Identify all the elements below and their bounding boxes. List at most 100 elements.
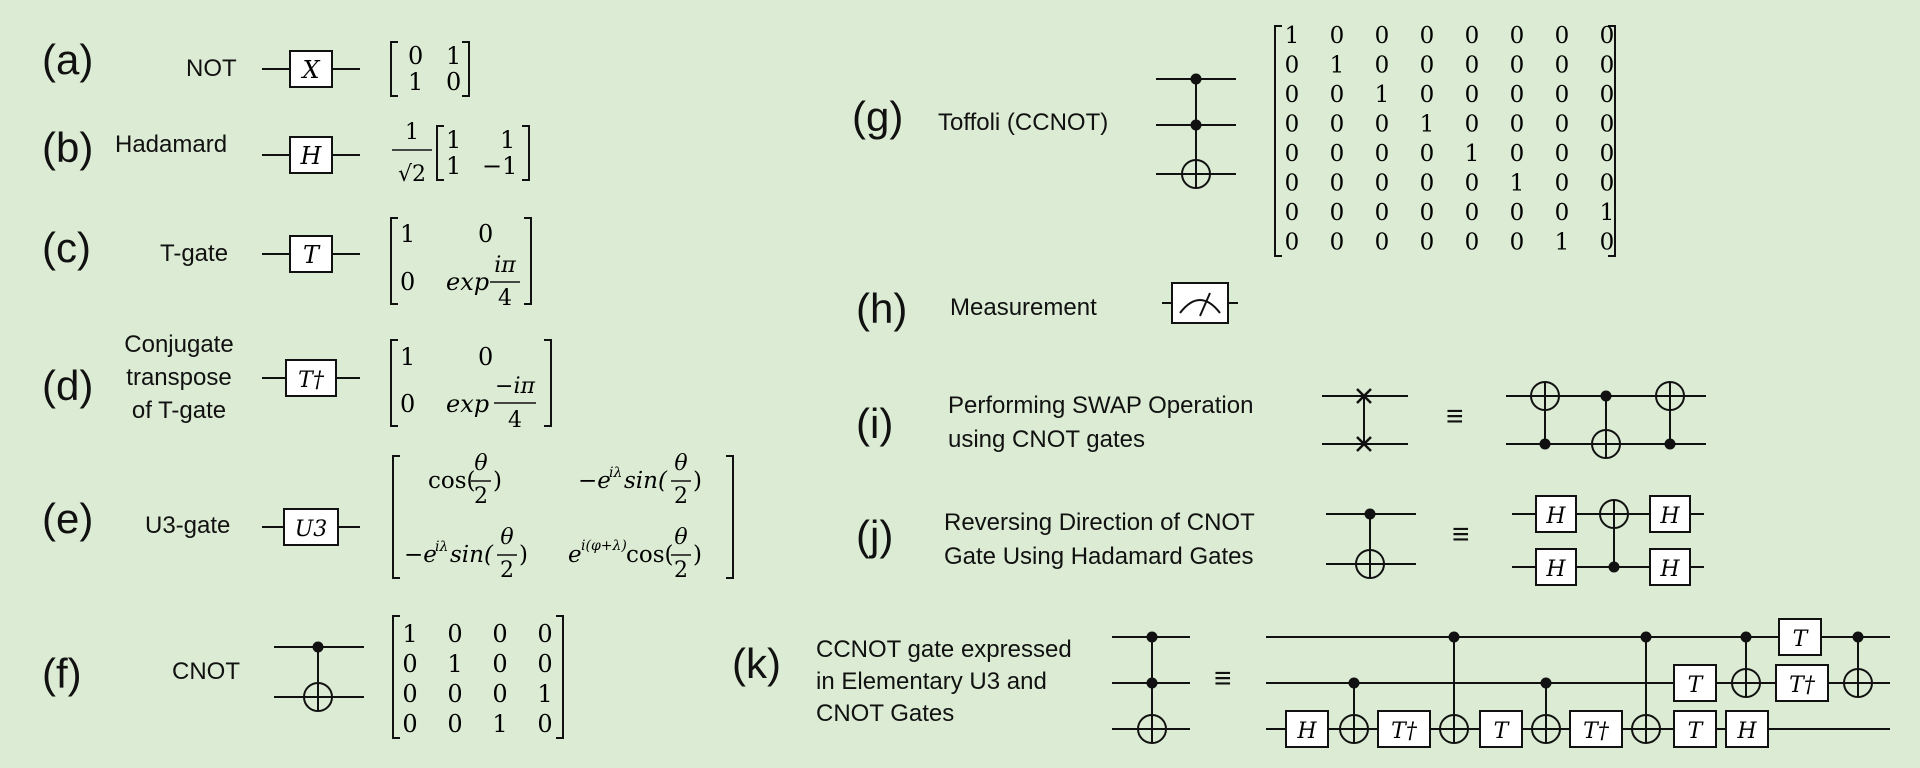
- matrix-entry: 0: [1420, 82, 1435, 108]
- gate-u3-label: U3: [295, 517, 328, 542]
- t-dagger-gate: T†: [1775, 664, 1829, 702]
- gate-label: T: [1494, 719, 1511, 744]
- t-dagger-gate-symbol: T†: [262, 359, 360, 397]
- t-gate: T: [1479, 710, 1523, 748]
- matrix-entry: 1: [492, 710, 507, 738]
- gate-label: T: [1688, 719, 1705, 744]
- sin-text: sin(: [624, 468, 668, 494]
- matrix-entry: 1: [447, 650, 462, 678]
- control-dot: [1664, 438, 1676, 450]
- two: 2: [500, 558, 514, 583]
- desc-line: Gate Using Hadamard Gates: [944, 543, 1254, 570]
- name-t-gate: T-gate: [160, 240, 229, 267]
- matrix-entry: 0: [1600, 112, 1615, 138]
- label-i: (i): [856, 400, 894, 447]
- control-dot: [1608, 561, 1620, 573]
- matrix-entry: 0: [1375, 171, 1390, 197]
- control-dot: [1740, 631, 1752, 643]
- control-dot: [1146, 677, 1158, 689]
- matrix-entry: 1: [408, 68, 423, 96]
- matrix-entry: 0: [1330, 230, 1345, 256]
- matrix-entry: 0: [1285, 112, 1300, 138]
- matrix-entry: 1: [1510, 171, 1525, 197]
- matrix-entry: 0: [1555, 112, 1570, 138]
- close-paren: ): [693, 468, 702, 494]
- fraction-denominator: 4: [508, 408, 522, 433]
- name-line: of T-gate: [131, 397, 227, 424]
- matrix-entry: 0: [1510, 200, 1525, 226]
- label-b: (b): [42, 124, 94, 171]
- reverse-cnot-symbol: [1326, 508, 1416, 579]
- matrix-entry: 0: [400, 390, 415, 418]
- matrix-entry: 0: [1600, 82, 1615, 108]
- matrix-entry: 0: [1465, 23, 1480, 49]
- matrix-entry: 1: [400, 343, 415, 371]
- matrix-entry: 0: [1420, 53, 1435, 79]
- matrix-entry: 0: [478, 343, 493, 371]
- desc-line: CNOT Gates: [816, 700, 955, 727]
- matrix-entry: 0: [1330, 82, 1345, 108]
- matrix-entry: 0: [447, 680, 462, 708]
- two: 2: [674, 558, 688, 583]
- matrix-entry: 0: [1285, 200, 1300, 226]
- desc-line: in Elementary U3 and: [816, 668, 1047, 695]
- matrix-entry: 1: [1285, 23, 1300, 49]
- gate-h-label: H: [300, 142, 323, 170]
- h-gate: H: [1535, 548, 1577, 586]
- matrix-entry: 0: [1555, 171, 1570, 197]
- matrix-entry: 0: [1600, 171, 1615, 197]
- matrix-entry: 1: [1375, 82, 1390, 108]
- gate-label: H: [1659, 557, 1680, 582]
- t-gate: T: [1778, 618, 1822, 656]
- matrix-entry: 0: [537, 620, 552, 648]
- matrix-entry: 0: [447, 710, 462, 738]
- exp-text: exp: [446, 390, 489, 418]
- t-dagger-gate: T†: [1377, 710, 1431, 748]
- neg-e: −e: [404, 542, 437, 568]
- desc-ccnot-decomposition: CCNOT gate expressed in Elementary U3 an…: [816, 634, 1072, 730]
- desc-swap: Performing SWAP Operation using CNOT gat…: [948, 389, 1253, 457]
- matrix-entry: 0: [446, 68, 461, 96]
- matrix-entry: 0: [402, 710, 417, 738]
- name-line: Conjugate: [124, 331, 234, 358]
- matrix-entry: 1: [1555, 230, 1570, 256]
- matrix-entry: 0: [492, 650, 507, 678]
- t-gate: T: [1673, 710, 1717, 748]
- label-h: (h): [856, 285, 908, 332]
- matrix-entry: 0: [1555, 141, 1570, 167]
- matrix-entry: 1: [1330, 53, 1345, 79]
- matrix-entry: 1: [1600, 200, 1615, 226]
- desc-line: Performing SWAP Operation: [948, 392, 1254, 419]
- theta: θ: [674, 451, 687, 476]
- name-conjugate-transpose: Conjugate transpose of T-gate: [112, 328, 246, 427]
- theta: θ: [674, 525, 687, 550]
- u3-matrix: cos( θ 2 ) −e iλ sin( θ 2 ) −e iλ sin( θ…: [392, 451, 734, 583]
- h-gate: H: [1725, 710, 1769, 748]
- matrix-entry: 0: [1285, 82, 1300, 108]
- matrix-entry: 0: [1375, 53, 1390, 79]
- label-k: (k): [732, 640, 781, 687]
- close-paren: ): [519, 542, 528, 568]
- matrix-entry: 0: [1465, 200, 1480, 226]
- matrix-entry: 0: [1375, 200, 1390, 226]
- matrix-entry: 0: [1375, 23, 1390, 49]
- toffoli-symbol: [1156, 73, 1236, 189]
- two: 2: [674, 484, 688, 509]
- matrix-entry: 1: [500, 126, 515, 154]
- control-dot: [1146, 631, 1158, 643]
- two: 2: [474, 484, 488, 509]
- matrix-entry: 0: [1510, 141, 1525, 167]
- matrix-entry: 0: [1420, 141, 1435, 167]
- control-dot: [1348, 677, 1360, 689]
- gate-label: T†: [1391, 719, 1418, 744]
- control-dot: [1448, 631, 1460, 643]
- name-measurement: Measurement: [950, 294, 1097, 321]
- matrix-entry: 0: [1330, 141, 1345, 167]
- exponent: iλ: [435, 539, 448, 555]
- matrix-entry: 1: [446, 152, 461, 180]
- matrix-entry: 0: [1420, 230, 1435, 256]
- desc-line: CCNOT gate expressed: [816, 636, 1072, 663]
- control-dot: [1640, 631, 1652, 643]
- ccnot-decomposition-circuit: H T† T T† T H T T† T: [1266, 618, 1890, 748]
